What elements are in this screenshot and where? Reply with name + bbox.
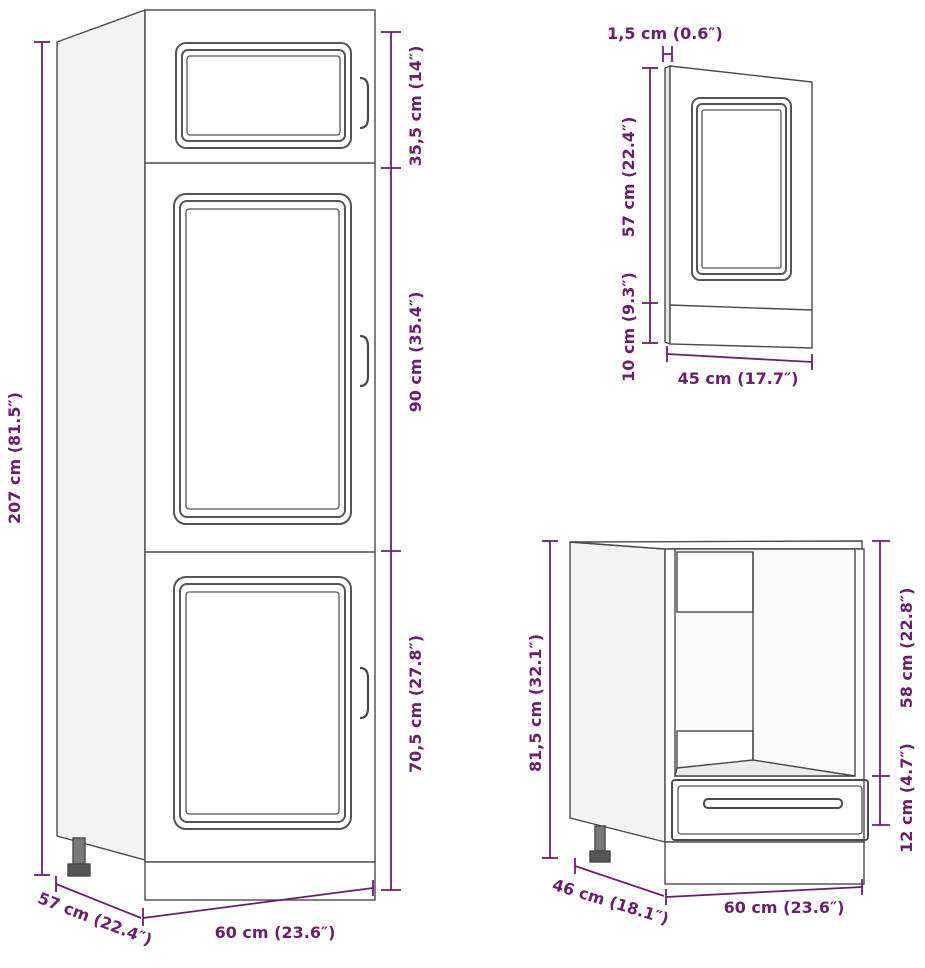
door-panel	[664, 64, 813, 349]
tall-width-label: 60 cm (23.6″)	[215, 923, 336, 942]
tall-depth-label: 57 cm (22.4″)	[35, 888, 155, 949]
tall-middle-door	[173, 193, 352, 525]
oven-cabinet-side	[569, 541, 666, 843]
tall-total-height-label: 207 cm (81.5″)	[5, 392, 24, 524]
door-panel-face	[669, 65, 813, 349]
oven-cabinet-foot	[594, 825, 606, 852]
door-panel-edge	[664, 64, 671, 346]
tall-upper-handle	[359, 76, 370, 130]
tall-lower-door-label: 70,5 cm (27.8″)	[406, 635, 425, 773]
tall-middle-door-label: 90 cm (35.4″)	[406, 292, 425, 413]
tall-cabinet	[56, 9, 376, 901]
oven-drawer-label: 12 cm (4.7″)	[897, 743, 916, 853]
door-plinth-label: 10 cm (9.3″)	[619, 272, 638, 382]
door-thickness-label: 1,5 cm (0.6″)	[607, 24, 723, 43]
tall-cabinet-front	[144, 9, 376, 863]
door-height-label: 57 cm (22.4″)	[619, 117, 638, 238]
tall-upper-door-label: 35,5 cm (14″)	[406, 46, 425, 167]
oven-drawer-handle	[703, 798, 843, 809]
tall-cabinet-plinth	[144, 861, 376, 901]
tall-upper-door	[175, 42, 352, 149]
dimension-lines	[34, 31, 890, 926]
tall-lower-door	[173, 576, 352, 830]
oven-opening-label: 58 cm (22.8″)	[897, 588, 916, 709]
oven-total-height-label: 81,5 cm (32.1″)	[526, 634, 545, 772]
oven-depth-label: 46 cm (18.1″)	[550, 875, 671, 928]
oven-width-label: 60 cm (23.6″)	[724, 898, 845, 917]
oven-drawer	[671, 779, 869, 841]
oven-cabinet	[569, 540, 869, 885]
tall-cabinet-side	[56, 9, 146, 861]
oven-cabinet-plinth	[664, 841, 865, 885]
door-width-label: 45 cm (17.7″)	[678, 369, 799, 388]
tall-cabinet-foot	[72, 837, 86, 865]
tall-lower-handle	[359, 666, 370, 720]
tall-middle-handle	[359, 334, 370, 388]
